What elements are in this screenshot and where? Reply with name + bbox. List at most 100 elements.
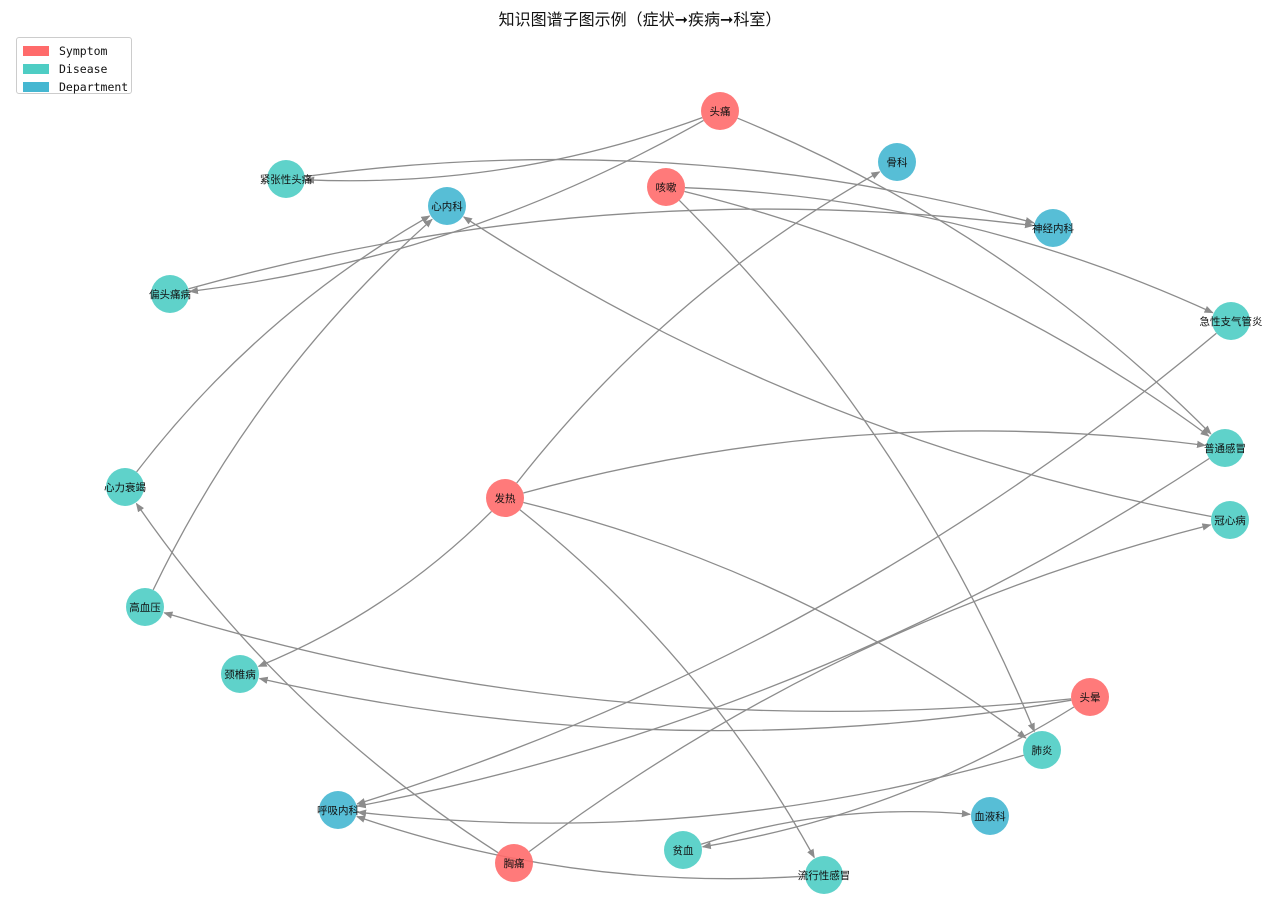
- node-circle: [1023, 731, 1061, 769]
- node-circle: [126, 588, 164, 626]
- legend-item-department: Department: [23, 78, 131, 96]
- edge-胸痛-心力衰竭: [135, 502, 499, 854]
- node-circle: [1212, 302, 1250, 340]
- edge-咳嗽-肺炎: [678, 199, 1036, 733]
- edge-头痛-紧张性头痛: [305, 116, 703, 184]
- edge-头痛-普通感冒: [737, 117, 1212, 435]
- node-label: 骨科: [887, 156, 908, 169]
- node-头晕: 头晕: [1071, 678, 1109, 716]
- node-流行性感冒: 流行性感冒: [798, 856, 851, 894]
- node-偏头痛病: 偏头痛病: [149, 275, 191, 313]
- node-circle: [805, 856, 843, 894]
- edge-流行性感冒-呼吸内科: [356, 815, 806, 880]
- edges-layer: [135, 116, 1217, 880]
- node-冠心病: 冠心病: [1211, 501, 1249, 539]
- node-头痛: 头痛: [701, 92, 739, 130]
- node-circle: [267, 160, 305, 198]
- edge-头晕-颈椎病: [258, 676, 1072, 732]
- node-血液科: 血液科: [971, 797, 1009, 835]
- node-label: 头痛: [710, 105, 731, 118]
- node-circle: [495, 844, 533, 882]
- node-circle: [664, 831, 702, 869]
- node-circle: [106, 468, 144, 506]
- legend-label-department: Department: [59, 80, 129, 94]
- node-label: 神经内科: [1032, 222, 1074, 235]
- node-circle: [1211, 501, 1249, 539]
- legend-swatch-symptom: [23, 46, 49, 56]
- legend-swatch-department: [23, 82, 49, 92]
- edge-咳嗽-普通感冒: [684, 190, 1210, 437]
- edge-胸痛-冠心病: [528, 523, 1212, 853]
- node-胸痛: 胸痛: [495, 844, 533, 882]
- node-骨科: 骨科: [878, 143, 916, 181]
- edge-偏头痛病-神经内科: [188, 208, 1035, 290]
- edge-肺炎-呼吸内科: [356, 754, 1024, 824]
- edge-贫血-血液科: [700, 809, 972, 845]
- node-呼吸内科: 呼吸内科: [317, 791, 359, 829]
- edge-发热-普通感冒: [523, 430, 1207, 494]
- node-颈椎病: 颈椎病: [221, 655, 259, 693]
- node-circle: [221, 655, 259, 693]
- edge-发热-颈椎病: [257, 510, 492, 668]
- node-circle: [486, 479, 524, 517]
- node-label: 咳嗽: [656, 181, 677, 194]
- node-label: 偏头痛病: [149, 288, 191, 301]
- node-咳嗽: 咳嗽: [647, 168, 685, 206]
- node-label: 流行性感冒: [798, 869, 851, 882]
- node-label: 颈椎病: [224, 668, 256, 681]
- node-label: 血液科: [974, 810, 1006, 823]
- node-circle: [971, 797, 1009, 835]
- node-label: 胸痛: [504, 857, 525, 870]
- node-高血压: 高血压: [126, 588, 164, 626]
- edge-冠心病-心内科: [462, 216, 1212, 518]
- edge-咳嗽-急性支气管炎: [684, 187, 1214, 314]
- node-label: 呼吸内科: [317, 804, 359, 817]
- node-label: 紧张性头痛: [260, 173, 313, 186]
- node-贫血: 贫血: [664, 831, 702, 869]
- legend-label-symptom: Symptom: [59, 44, 108, 58]
- node-circle: [1034, 209, 1072, 247]
- node-紧张性头痛: 紧张性头痛: [260, 160, 313, 198]
- node-label: 发热: [495, 492, 516, 505]
- node-label: 心力衰竭: [104, 481, 146, 494]
- node-label: 冠心病: [1214, 514, 1246, 527]
- node-急性支气管炎: 急性支气管炎: [1200, 302, 1263, 340]
- edge-头晕-贫血: [701, 706, 1075, 850]
- edge-发热-肺炎: [523, 501, 1027, 739]
- node-circle: [428, 187, 466, 225]
- node-circle: [151, 275, 189, 313]
- node-心内科: 心内科: [428, 187, 466, 225]
- node-心力衰竭: 心力衰竭: [104, 468, 146, 506]
- node-label: 高血压: [129, 601, 161, 614]
- edge-普通感冒-呼吸内科: [356, 457, 1210, 809]
- node-circle: [319, 791, 357, 829]
- node-普通感冒: 普通感冒: [1204, 429, 1246, 467]
- node-label: 急性支气管炎: [1200, 315, 1263, 328]
- node-circle: [1071, 678, 1109, 716]
- node-神经内科: 神经内科: [1032, 209, 1074, 247]
- node-circle: [701, 92, 739, 130]
- legend-item-symptom: Symptom: [23, 42, 131, 60]
- node-label: 普通感冒: [1204, 442, 1246, 455]
- edge-发热-骨科: [516, 171, 881, 484]
- node-label: 头晕: [1080, 692, 1101, 704]
- node-肺炎: 肺炎: [1023, 731, 1061, 769]
- edge-头晕-高血压: [163, 611, 1072, 713]
- graph-title: 知识图谱子图示例（症状➞疾病➞科室）: [498, 10, 782, 29]
- node-circle: [1206, 429, 1244, 467]
- node-label: 贫血: [673, 844, 694, 857]
- legend-label-disease: Disease: [59, 62, 108, 76]
- edge-急性支气管炎-呼吸内科: [356, 332, 1217, 806]
- edge-紧张性头痛-神经内科: [304, 158, 1035, 225]
- edge-发热-流行性感冒: [519, 509, 815, 859]
- node-circle: [647, 168, 685, 206]
- edge-高血压-心内科: [152, 218, 433, 591]
- node-发热: 发热: [486, 479, 524, 517]
- node-label: 心内科: [431, 200, 463, 213]
- legend-item-disease: Disease: [23, 60, 131, 78]
- edge-心力衰竭-心内科: [136, 215, 431, 473]
- node-circle: [878, 143, 916, 181]
- legend-swatch-disease: [23, 64, 49, 74]
